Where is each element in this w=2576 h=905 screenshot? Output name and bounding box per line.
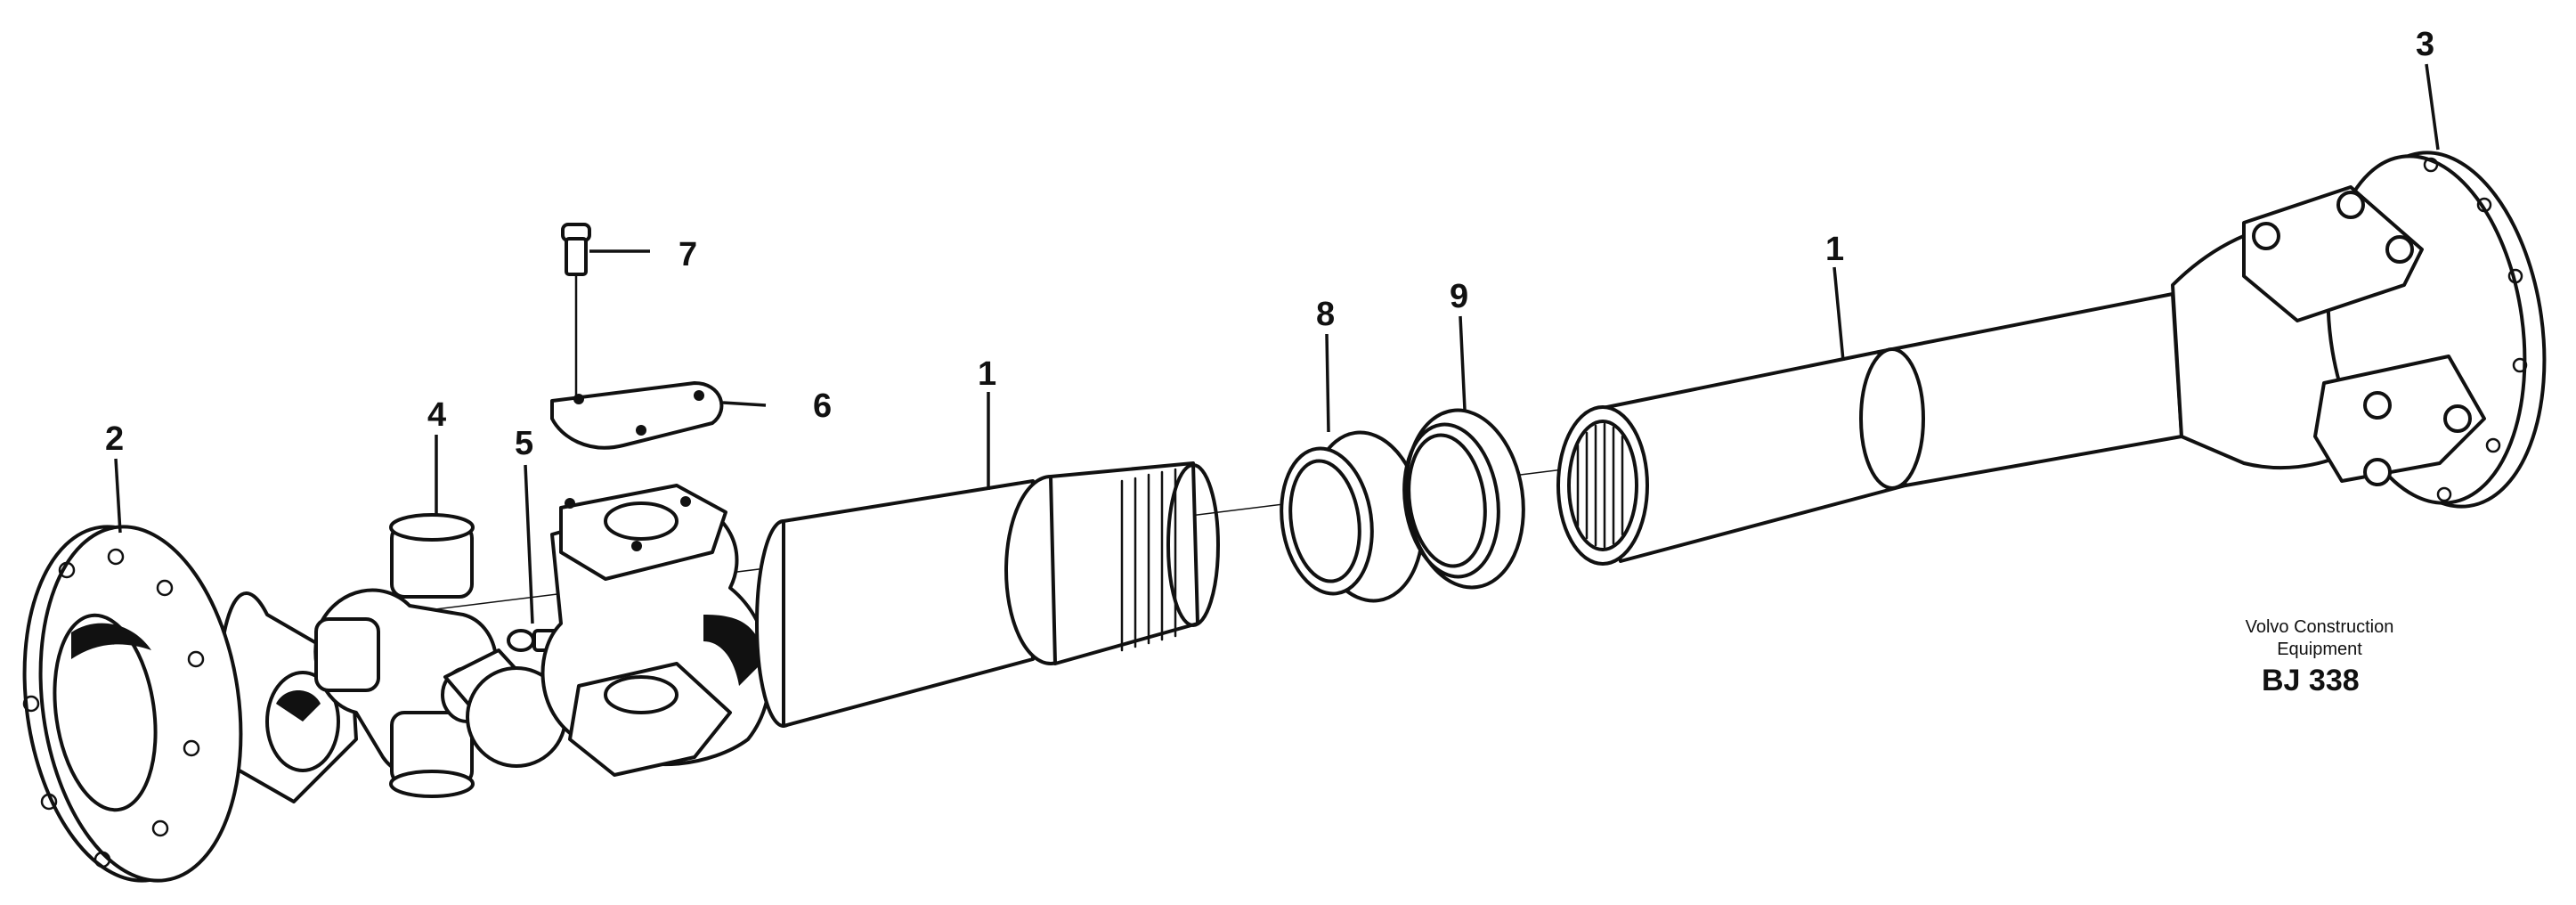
flange-3-bolt-holes	[2423, 157, 2528, 502]
callout-5: 5	[515, 425, 533, 462]
callout-2: 2	[105, 420, 124, 458]
sleeve-internal-splines	[1576, 422, 1624, 549]
callout-1-right: 1	[1825, 231, 1844, 268]
part-1-left-shaft	[540, 461, 1220, 777]
flange-2-bolt-holes	[22, 548, 205, 868]
callout-9: 9	[1450, 278, 1468, 315]
callout-4: 4	[427, 396, 446, 434]
caption-line-2: Equipment	[2277, 640, 2362, 659]
callout-1-left: 1	[978, 355, 996, 393]
caption-line-1: Volvo Construction	[2246, 617, 2394, 637]
part-8-seal-ring	[1280, 430, 1425, 603]
flange-3-bolts	[2252, 191, 2472, 486]
leader-lines	[114, 63, 2440, 624]
part-2-companion-flange	[22, 525, 358, 883]
callout-6: 6	[813, 387, 832, 425]
bearing-cup	[443, 648, 567, 768]
part-3-companion-flange	[2242, 151, 2547, 509]
left-shaft-splines	[1120, 468, 1177, 652]
part-9-seal-ring	[1402, 408, 1525, 590]
part-7-screw	[561, 223, 591, 398]
callout-7: 7	[679, 236, 697, 273]
callout-3: 3	[2416, 26, 2434, 63]
callout-8: 8	[1316, 296, 1335, 333]
part-6-lock-plate	[550, 381, 724, 450]
drawing-code: BJ 338	[2262, 664, 2360, 697]
